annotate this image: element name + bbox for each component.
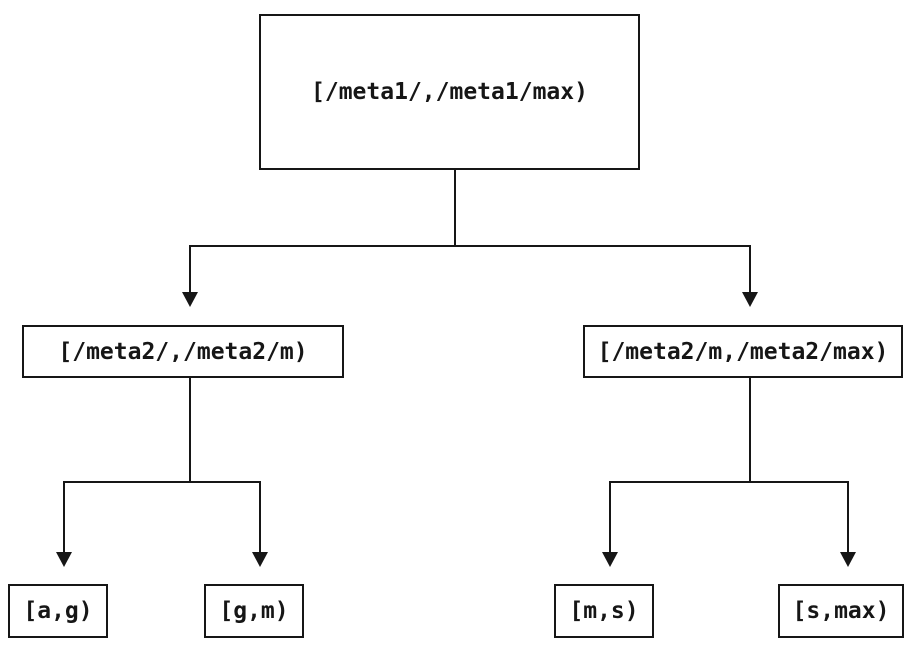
node-leaf-s-max-label: [s,max) — [792, 598, 890, 624]
node-leaf-a-g: [a,g) — [8, 584, 108, 638]
node-meta2-left-label: [/meta2/,/meta2/m) — [58, 338, 308, 365]
arrow-down-icon — [742, 292, 758, 307]
node-leaf-m-s: [m,s) — [554, 584, 654, 638]
node-leaf-s-max: [s,max) — [778, 584, 904, 638]
edge-meta2-right-children — [602, 378, 856, 567]
edge-meta2-left-children — [56, 378, 268, 567]
node-root: [/meta1/,/meta1/max) — [259, 14, 640, 170]
arrow-down-icon — [182, 292, 198, 307]
node-meta2-right-label: [/meta2/m,/meta2/max) — [597, 338, 889, 365]
node-leaf-m-s-label: [m,s) — [569, 598, 639, 624]
arrow-down-icon — [840, 552, 856, 567]
arrow-down-icon — [602, 552, 618, 567]
node-meta2-left: [/meta2/,/meta2/m) — [22, 325, 344, 378]
node-leaf-g-m: [g,m) — [204, 584, 304, 638]
arrow-down-icon — [252, 552, 268, 567]
node-leaf-a-g-label: [a,g) — [23, 598, 93, 624]
node-root-label: [/meta1/,/meta1/max) — [311, 79, 588, 105]
node-meta2-right: [/meta2/m,/meta2/max) — [583, 325, 903, 378]
arrow-down-icon — [56, 552, 72, 567]
node-leaf-g-m-label: [g,m) — [219, 598, 289, 624]
edge-root-children — [182, 170, 758, 307]
